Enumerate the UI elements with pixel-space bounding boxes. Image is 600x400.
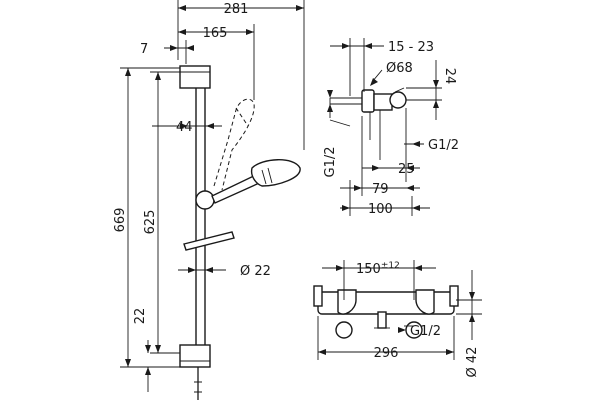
thermostat-left-cap [313,285,323,307]
temperature-knob [337,289,357,315]
hand-shower-head [250,159,301,187]
dim-150-value: 150 [356,262,381,277]
dim-thermostat-diameter: Ø 42 [465,347,480,378]
dim-150: 150±12 [356,261,400,277]
shelf-clip [183,231,235,251]
dim-thread-left: G1/2 [323,147,338,178]
connector-body [373,93,393,111]
wall-connector-drawing: 15 - 23 Ø68 24 G1/2 G1/2 25 79 [323,38,459,217]
dim-150-tolerance: ±12 [381,261,400,271]
dim-7: 7 [140,42,148,57]
dim-100: 100 [368,202,393,217]
slide-rail [195,71,206,353]
dim-296: 296 [374,346,399,361]
shower-set-drawing: 281 165 7 44 669 625 22 [113,0,305,400]
dim-25: 25 [398,162,415,177]
dim-22: 22 [133,308,148,325]
dim-24: 24 [442,68,457,85]
slider-holder [195,190,215,210]
eccentric-left [335,321,353,339]
top-wall-bracket [179,65,211,89]
dim-15-23: 15 - 23 [388,40,434,55]
outlet [377,311,387,329]
thermostat-drawing: 150±12 G1/2 296 Ø 42 [313,260,482,378]
dim-thermostat-thread: G1/2 [410,324,441,339]
bottom-wall-bracket [179,344,211,368]
dim-rosette-diameter: Ø68 [386,61,413,76]
dim-165: 165 [203,26,228,41]
dim-281: 281 [224,2,249,17]
connector-rosette [361,89,375,113]
connector-valve [389,91,407,109]
dim-625: 625 [143,210,158,235]
dim-rail-diameter: Ø 22 [240,264,271,279]
dim-44: 44 [176,120,193,135]
flow-knob [415,289,435,315]
dim-669: 669 [113,208,128,233]
thermostat-right-cap [449,285,459,307]
dim-79: 79 [372,182,389,197]
dim-thread-right: G1/2 [428,138,459,153]
hand-shower-alt-position [213,98,255,191]
